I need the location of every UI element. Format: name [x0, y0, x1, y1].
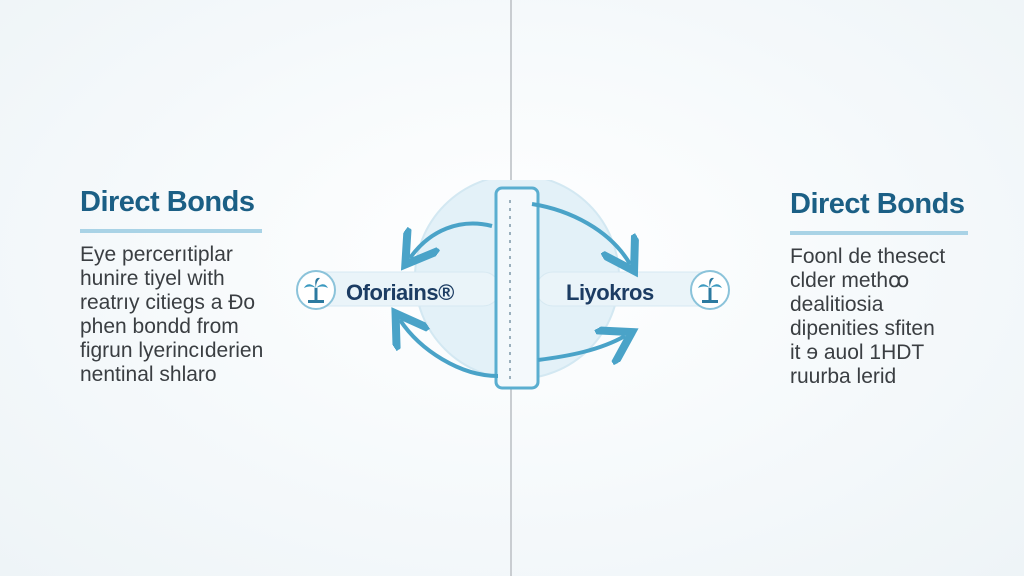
right-panel-line: it ɘ auol 1HDT	[790, 341, 925, 364]
left-panel: Direct Bonds Eye percerıtiplar hunire ti…	[80, 186, 280, 387]
center-bar	[494, 186, 540, 390]
left-panel-line: nentinal shlaro	[80, 363, 217, 386]
left-panel-title: Direct Bonds	[80, 186, 255, 218]
arrow-top-right	[531, 202, 630, 264]
left-panel-line: reatrıy citiegs a Đo	[80, 291, 256, 314]
right-panel-line: ruurba lerid	[790, 365, 897, 388]
left-panel-line: hunire tiyel with	[80, 267, 225, 290]
right-node-label: Liyokros	[566, 280, 654, 305]
left-panel-line: figrun lyerincıderien	[80, 339, 264, 362]
palm-tree-icon	[296, 270, 336, 310]
left-panel-body: Eye percerıtiplar hunire tiyel with reat…	[80, 243, 280, 387]
right-panel-line: dipenities sfiten	[790, 317, 935, 340]
right-panel-line: Foonl de thesect	[790, 245, 946, 268]
arrow-bottom-right	[537, 336, 625, 360]
left-panel-rule	[80, 229, 262, 233]
left-panel-line: Eye percerıtiplar	[80, 243, 233, 266]
left-panel-line: phen bondd from	[80, 315, 239, 338]
arrow-bottom-left	[400, 320, 499, 378]
arrow-top-left	[410, 221, 493, 258]
exchange-diagram	[299, 180, 727, 390]
right-panel-title: Direct Bonds	[790, 188, 965, 220]
right-panel-body: Foonl de thesect clder methꝏ dealitiosia…	[790, 245, 990, 389]
palm-tree-icon	[690, 270, 730, 310]
right-panel-line: dealitiosia	[790, 293, 884, 316]
right-panel-rule	[790, 231, 968, 235]
right-panel-line: clder methꝏ	[790, 269, 910, 292]
left-node-label: Oforiains®	[346, 280, 454, 305]
right-panel: Direct Bonds Foonl de thesect clder meth…	[790, 188, 990, 389]
